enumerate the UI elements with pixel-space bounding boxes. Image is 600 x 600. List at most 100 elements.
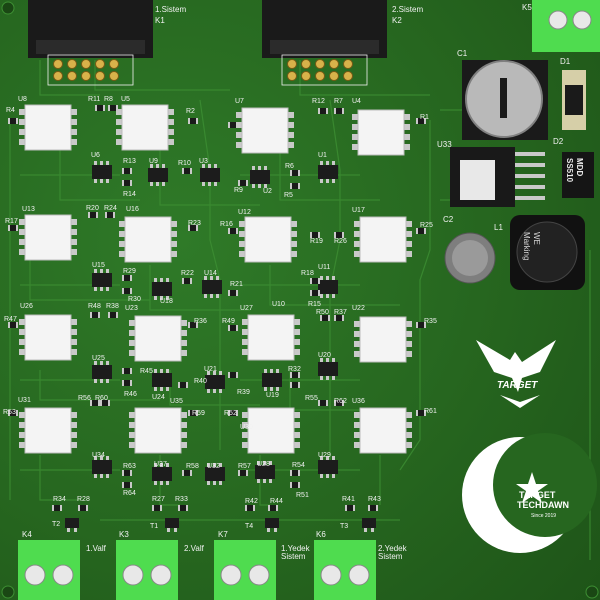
- smd-pin: [264, 369, 267, 373]
- smd-pin: [332, 161, 335, 165]
- smd-pin: [160, 296, 163, 300]
- designator-r54: R54: [292, 462, 305, 469]
- resistor-body: [230, 228, 236, 234]
- resistor: [122, 470, 132, 476]
- resistor-body: [370, 505, 376, 511]
- cap-c1-mark: [500, 78, 507, 118]
- designator-r43: R43: [368, 496, 381, 503]
- ic-pad: [405, 442, 412, 448]
- ic-pad: [403, 144, 410, 150]
- ic-pad: [19, 432, 26, 438]
- smd-pin: [332, 179, 335, 183]
- designator-r18: R18: [301, 270, 314, 277]
- resistor-body: [312, 278, 318, 284]
- diode-d1-band: [565, 85, 583, 115]
- techdawn-text-1: TARGET: [519, 490, 556, 500]
- ic-pad: [19, 239, 26, 245]
- header-k1-pin: [109, 59, 119, 69]
- resistor-body: [102, 400, 108, 406]
- resistor-body: [184, 278, 190, 284]
- designator-r15: R15: [308, 301, 321, 308]
- ic-pad: [236, 132, 243, 138]
- designator-u17: U17: [352, 207, 365, 214]
- designator-r61: R61: [424, 408, 437, 415]
- ic-pad: [354, 231, 361, 237]
- designator-u21: U21: [204, 366, 217, 373]
- smd-pin: [208, 164, 211, 168]
- ic-pad: [287, 142, 294, 148]
- designator-r60: R60: [95, 395, 108, 402]
- ic-pad: [290, 241, 297, 247]
- designator-u11: U11: [318, 264, 331, 271]
- resistor: [318, 108, 328, 114]
- resistor-body: [190, 410, 196, 416]
- ic-pad: [170, 251, 177, 257]
- resistor-body: [292, 470, 298, 476]
- designator-r7: R7: [334, 98, 343, 105]
- ic-pad: [239, 241, 246, 247]
- smd-package: [152, 278, 172, 300]
- transistor: [362, 518, 376, 532]
- smd-pin: [160, 387, 163, 391]
- ic-pad: [180, 330, 187, 336]
- header-k2-outline: [281, 54, 368, 86]
- ic-pad: [19, 139, 26, 145]
- resistor-body: [97, 105, 103, 111]
- smd-pin: [94, 269, 97, 273]
- ic-pad: [354, 412, 361, 418]
- header-k2-pin: [287, 71, 297, 81]
- ic-pad: [180, 412, 187, 418]
- resistor-body: [190, 322, 196, 328]
- resistor-body: [230, 122, 236, 128]
- smd-pin: [258, 184, 261, 188]
- resistor: [290, 372, 300, 378]
- ic-pad: [180, 442, 187, 448]
- ic-pad: [129, 412, 136, 418]
- ic-package: [19, 314, 77, 361]
- smd-pin: [264, 387, 267, 391]
- smd-pin: [154, 296, 157, 300]
- ic-pad: [129, 340, 136, 346]
- resistor: [100, 400, 110, 406]
- ic-pad: [405, 321, 412, 327]
- designator-r33: R33: [175, 496, 188, 503]
- header-k1-pin: [109, 71, 119, 81]
- designator-r6: R6: [285, 163, 294, 170]
- regulator-pin: [515, 163, 545, 167]
- resistor-body: [240, 470, 246, 476]
- designator-r41: R41: [342, 496, 355, 503]
- diode-d2-body: [562, 152, 594, 198]
- ic-pad: [70, 412, 77, 418]
- ic-package: [236, 107, 294, 154]
- resistor-body: [312, 232, 318, 238]
- resistor-body: [190, 118, 196, 124]
- smd-pin: [166, 296, 169, 300]
- smd-body: [152, 467, 172, 481]
- ic-pad: [405, 331, 412, 337]
- resistor-body: [418, 228, 424, 234]
- smd-pin: [94, 287, 97, 291]
- smd-pin: [332, 376, 335, 380]
- ic-pad: [236, 142, 243, 148]
- smd-pin: [213, 481, 216, 485]
- transistor-body: [362, 518, 376, 528]
- smd-pin: [320, 294, 323, 298]
- smd-body: [92, 460, 112, 474]
- designator-t2: T2: [52, 521, 61, 528]
- designator-r16: R16: [220, 221, 233, 228]
- designator-r56: R56: [78, 395, 91, 402]
- regulator-pin: [515, 185, 545, 189]
- resistor-body: [124, 288, 130, 294]
- smd-pin: [264, 166, 267, 170]
- smd-body: [152, 282, 172, 296]
- resistor-body: [110, 105, 116, 111]
- resistor-body: [230, 290, 236, 296]
- smd-pin: [207, 481, 210, 485]
- designator-r37: R37: [334, 309, 347, 316]
- ic-pad: [352, 114, 359, 120]
- smd-pin: [106, 361, 109, 365]
- ic-pad: [116, 109, 123, 115]
- resistor: [228, 228, 238, 234]
- terminal-k5-body: [532, 0, 600, 52]
- resistor-body: [80, 505, 86, 511]
